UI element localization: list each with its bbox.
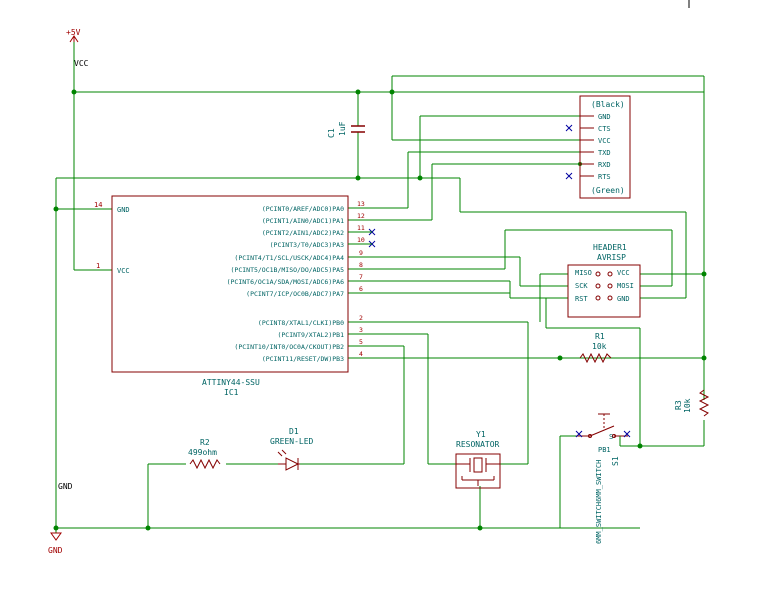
ftdi-pin-rxd: RXD — [598, 161, 611, 169]
mcu-ic1[interactable]: 14 GND 1 VCC (PCINT0/AREF/ADC0)PA0 (PCIN… — [94, 195, 376, 397]
resonator-ref: Y1 — [476, 430, 486, 439]
ftdi-connector[interactable]: (Black) (Green) GND CTS VCC TXD RXD RTS — [565, 95, 631, 199]
power-vcc-symbol: +5V VCC — [66, 28, 89, 68]
r3-value: 10k — [683, 398, 692, 413]
wires — [55, 42, 705, 533]
mcu-pin-name-pa4: (PCINT4/T1/SCL/USCK/ADC4)PA4 — [234, 254, 344, 262]
ftdi-no-connect-marks — [565, 124, 573, 180]
resistor-r3[interactable]: R3 10k — [674, 389, 710, 417]
mcu-left-pin-name-1: VCC — [117, 267, 130, 275]
header-ref: HEADER1 — [593, 243, 627, 252]
header-pin-vcc: VCC — [617, 269, 630, 277]
resistor-r2[interactable]: R2 499ohm — [188, 438, 221, 470]
mcu-ref: IC1 — [224, 388, 239, 397]
vcc-net-label: VCC — [74, 59, 89, 68]
header-pin-miso: MISO — [575, 269, 592, 277]
mcu-pin-name-pa0: (PCINT0/AREF/ADC0)PA0 — [262, 205, 344, 213]
switch-ref: S1 — [611, 456, 620, 466]
mcu-pin-num-10: 10 — [357, 236, 365, 244]
r2-ref: R2 — [200, 438, 210, 447]
mcu-left-pin-name-0: GND — [117, 206, 130, 214]
ftdi-pin-rts: RTS — [598, 173, 611, 181]
mcu-pin-num-9: 9 — [359, 249, 363, 257]
gnd-net-label: GND — [58, 482, 73, 491]
mcu-pin-name-pb1: (PCINT9/XTAL2)PB1 — [277, 331, 344, 339]
capacitor-value: 1uF — [338, 121, 347, 136]
led-ref: D1 — [289, 427, 299, 436]
junctions — [53, 89, 707, 531]
switch-pin-label: PB1 — [598, 446, 611, 454]
mcu-pin-name-pb0: (PCINT8/XTAL1/CLKI)PB0 — [258, 319, 344, 327]
mcu-pin-name-pa2: (PCINT2/AIN1/ADC2)PA2 — [262, 229, 344, 237]
mcu-pin-name-pb3: (PCINT11/RESET/DW)PB3 — [262, 355, 344, 363]
mcu-pin-num-5: 5 — [359, 338, 363, 346]
mcu-pin-name-pb2: (PCINT10/INT0/OC0A/CKOUT)PB2 — [234, 343, 344, 351]
led-d1[interactable]: D1 GREEN-LED — [270, 427, 314, 471]
mcu-pin-num-2: 2 — [359, 314, 363, 322]
mcu-pin-num-4: 4 — [359, 350, 363, 358]
mcu-pin-name-pa5: (PCINT5/OC1B/MISO/DO/ADC5)PA5 — [231, 266, 345, 274]
mcu-pin-name-pa1: (PCINT1/AIN0/ADC1)PA1 — [262, 217, 344, 225]
power-gnd-symbol: GND GND — [48, 482, 73, 555]
r1-value: 10k — [592, 342, 607, 351]
header-pin-gnd: GND — [617, 295, 630, 303]
resonator-value: RESONATOR — [456, 440, 500, 449]
ftdi-pin-vcc: VCC — [598, 137, 611, 145]
ftdi-pin-txd: TXD — [598, 149, 611, 157]
mcu-value: ATTINY44-SSU — [202, 378, 260, 387]
mcu-pin-num-12: 12 — [357, 212, 365, 220]
r3-ref: R3 — [674, 400, 683, 410]
mcu-pin-num-6: 6 — [359, 285, 363, 293]
mcu-pin-num-3: 3 — [359, 326, 363, 334]
mcu-pin-num-7: 7 — [359, 273, 363, 281]
ftdi-pin-cts: CTS — [598, 125, 611, 133]
switch-s1[interactable]: S PB1 S1 6MM_SWITCH6MM_SWITCH — [575, 413, 631, 544]
resonator-y1[interactable]: Y1 RESONATOR — [455, 430, 501, 489]
capacitor-c1[interactable]: C1 1uF — [327, 121, 365, 138]
led-value: GREEN-LED — [270, 437, 314, 446]
header-pin-mosi: MOSI — [617, 282, 634, 290]
avrisp-header[interactable]: HEADER1 AVRISP MISO SCK RST VCC MOSI GND — [567, 243, 641, 318]
ftdi-bottom-label: (Green) — [591, 186, 625, 195]
mcu-left-pin-num-0: 14 — [94, 201, 102, 209]
mcu-pin-name-pa3: (PCINT3/T0/ADC3)PA3 — [270, 241, 344, 249]
mcu-pin-num-11: 11 — [357, 224, 365, 232]
ftdi-pin-gnd: GND — [598, 113, 611, 121]
mcu-pin-num-8: 8 — [359, 261, 363, 269]
resistor-r1[interactable]: R1 10k — [579, 332, 612, 364]
header-pin-rst: RST — [575, 295, 588, 303]
header-pin-sck: SCK — [575, 282, 588, 290]
gnd-symbol-text: GND — [48, 546, 63, 555]
switch-value: 6MM_SWITCH6MM_SWITCH — [595, 460, 603, 544]
vcc-symbol-text: +5V — [66, 28, 81, 37]
mcu-left-pin-num-1: 1 — [96, 262, 100, 270]
mcu-pin-num-13: 13 — [357, 200, 365, 208]
switch-pin-s: S — [609, 433, 613, 441]
capacitor-ref: C1 — [327, 128, 336, 138]
r2-value: 499ohm — [188, 448, 217, 457]
r1-ref: R1 — [595, 332, 605, 341]
ftdi-top-label: (Black) — [591, 100, 625, 109]
mcu-pin-name-pa7: (PCINT7/ICP/OC0B/ADC7)PA7 — [246, 290, 344, 298]
mcu-pin-name-pa6: (PCINT6/OC1A/SDA/MOSI/ADC6)PA6 — [227, 278, 344, 286]
header-value: AVRISP — [597, 253, 626, 262]
